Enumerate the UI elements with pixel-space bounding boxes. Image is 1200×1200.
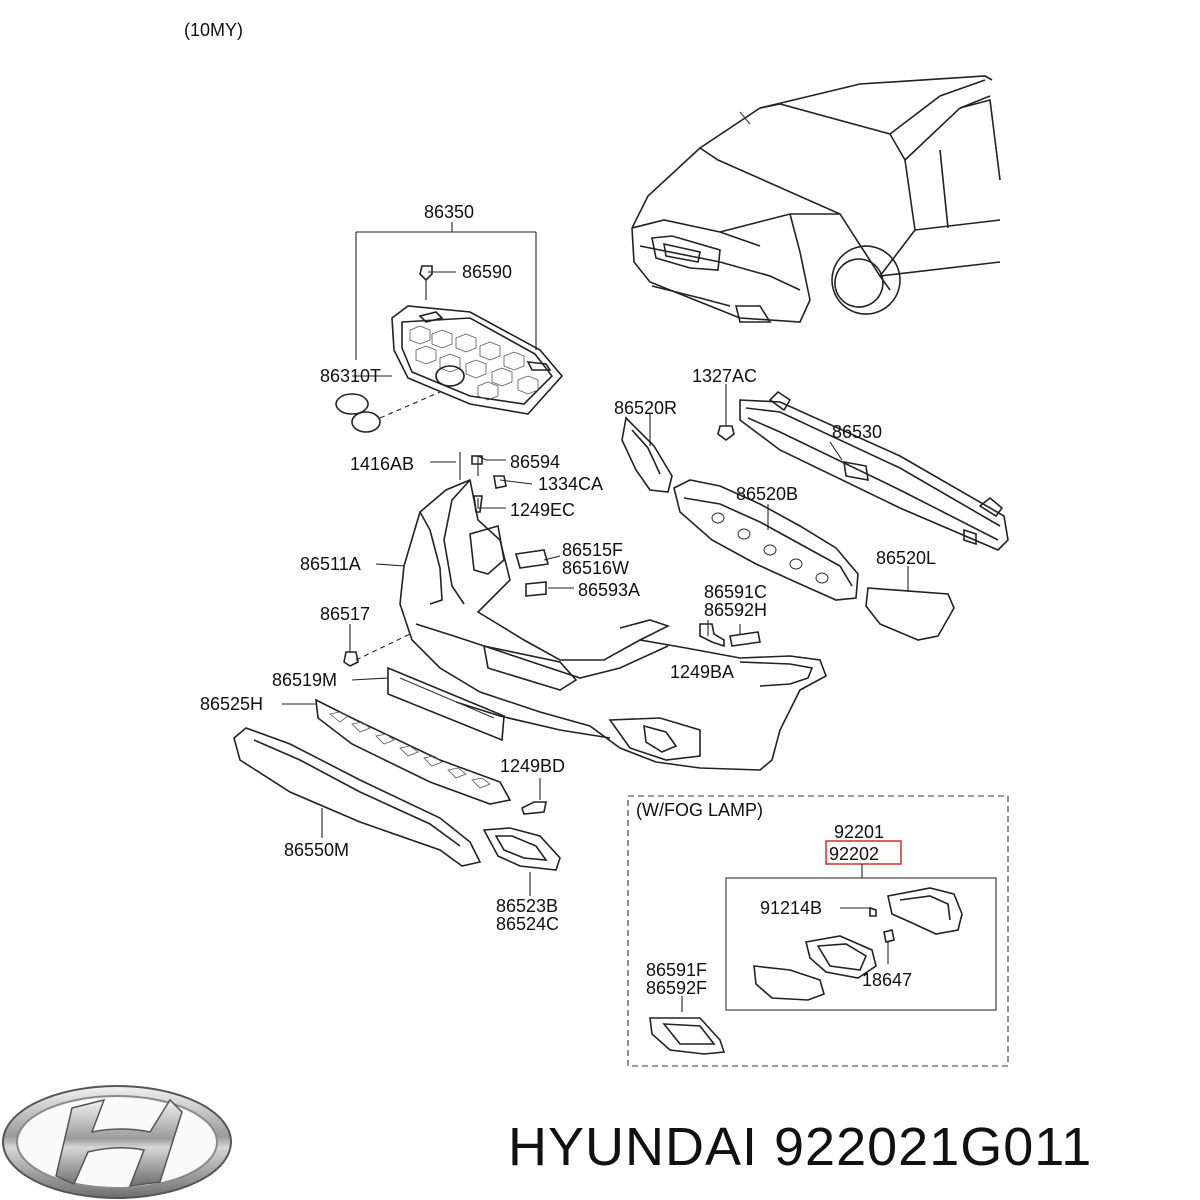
part-label-86520b: 86520B xyxy=(736,484,798,504)
model-year-label: (10MY) xyxy=(184,20,243,40)
fog-lamp-group-label: (W/FOG LAMP) xyxy=(636,800,763,820)
bracket-left xyxy=(865,566,955,641)
part-label-86550m: 86550M xyxy=(284,840,349,860)
part-label-86350: 86350 xyxy=(424,202,474,222)
part-label-86310t: 86310T xyxy=(320,366,381,386)
part-label-86591f: 86591F xyxy=(646,960,707,980)
highlight-frame xyxy=(825,840,902,865)
brand-part-title: HYUNDAI 922021G011 xyxy=(508,1117,1093,1177)
part-label-86520r: 86520R xyxy=(614,398,677,418)
part-label-1249bd: 1249BD xyxy=(500,756,565,776)
energy-absorber xyxy=(673,479,859,601)
hyundai-logo-icon xyxy=(2,1085,232,1199)
part-label-1249ec: 1249EC xyxy=(510,500,575,520)
grille-assembly xyxy=(335,222,564,433)
part-label-86524c: 86524C xyxy=(496,914,559,934)
part-label-1249ba: 1249BA xyxy=(670,662,734,682)
bracket-right xyxy=(621,414,673,493)
part-label-92201: 92201 xyxy=(834,822,884,842)
part-label-86530: 86530 xyxy=(832,422,882,442)
part-label-86520l: 86520L xyxy=(876,548,936,568)
fog-lamp-cover-assembly xyxy=(482,778,561,896)
part-label-1416ab: 1416AB xyxy=(350,454,414,474)
part-label-86515f: 86515F xyxy=(562,540,623,560)
part-label-86594: 86594 xyxy=(510,452,560,472)
part-label-92202: 92202 xyxy=(829,844,879,864)
part-label-18647: 18647 xyxy=(862,970,912,990)
fog-lamp-detail-box: (W/FOG LAMP) xyxy=(627,795,1009,1067)
license-plate-bracket xyxy=(351,666,505,742)
part-label-86517: 86517 xyxy=(320,604,370,624)
part-label-86591c: 86591C xyxy=(704,582,767,602)
part-label-86523b: 86523B xyxy=(496,896,558,916)
part-label-86516w: 86516W xyxy=(562,558,629,578)
part-label-86592f: 86592F xyxy=(646,978,707,998)
part-label-86592h: 86592H xyxy=(704,600,767,620)
lower-grille-surround xyxy=(233,727,482,867)
part-label-1327ac: 1327AC xyxy=(692,366,757,386)
part-label-86519m: 86519M xyxy=(272,670,337,690)
part-label-1334ca: 1334CA xyxy=(538,474,603,494)
part-label-86525h: 86525H xyxy=(200,694,263,714)
part-label-86590: 86590 xyxy=(462,262,512,282)
part-labels: 86350 86590 86310T 1327AC 86520R 86530 1… xyxy=(200,202,936,998)
part-label-91214b: 91214B xyxy=(760,898,822,918)
bumper-reinforcement xyxy=(717,384,1009,551)
car-illustration xyxy=(631,75,1001,323)
part-label-86593a: 86593A xyxy=(578,580,640,600)
part-label-86511a: 86511A xyxy=(300,554,361,574)
front-bumper-cover xyxy=(343,452,827,771)
lower-grille xyxy=(282,698,512,805)
